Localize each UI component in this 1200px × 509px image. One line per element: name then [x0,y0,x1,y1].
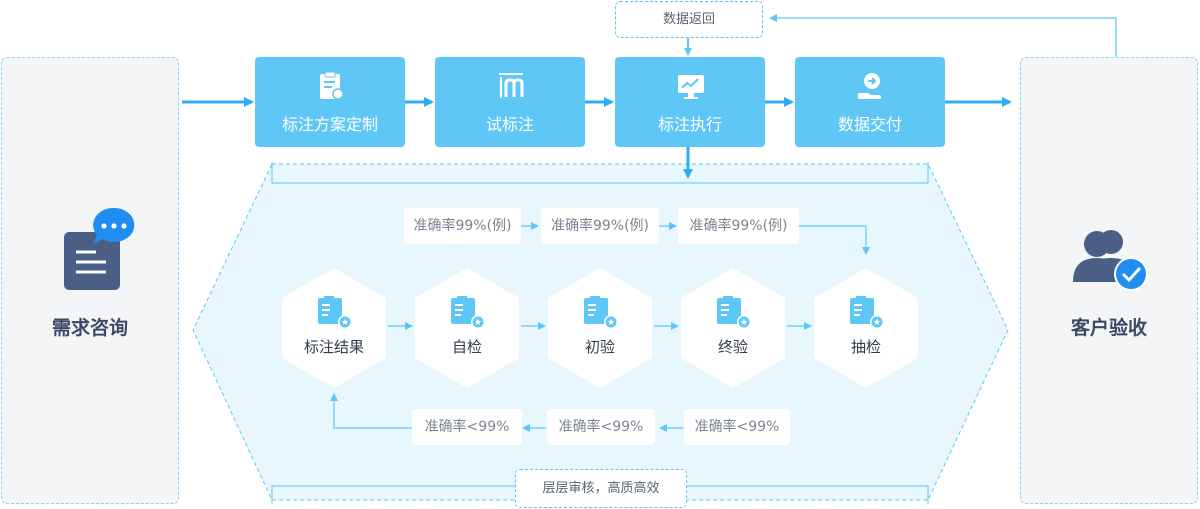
stage-label: 抽检 [850,338,881,356]
step-label: 标注执行 [657,115,722,134]
requirement-label: 需求咨询 [51,317,128,339]
stage-label: 标注结果 [303,338,364,356]
monitor-chart-icon [678,75,704,99]
folder-star-icon [584,296,618,329]
fail-rate-label: 准确率<99% [412,409,522,445]
stage-hexagon [814,268,918,388]
footer-note-box: 层层审核，高质高效 [515,469,687,508]
pass-rate-label: 准确率99%(例) [404,208,521,244]
step-label: 试标注 [485,115,534,134]
stage-hexagon [282,268,386,388]
fail-rate-label: 准确率<99% [547,409,655,445]
step-trial-annotation: 试标注 [435,57,585,147]
step-data-delivery: 数据交付 [795,57,945,147]
step-plan-customization: 标注方案定制 [255,57,405,147]
hand-delivery-icon [858,73,881,99]
steps-bracket [271,162,929,184]
data-return-box: 数据返回 [615,1,763,38]
acceptance-panel: 客户验收 [1020,57,1198,504]
stage-hexagon [681,268,785,388]
acceptance-label: 客户验收 [1070,317,1147,339]
pass-rate-label: 准确率99%(例) [541,208,659,244]
folder-star-icon [717,296,751,329]
chat-document-icon [64,208,135,290]
clipboard-icon [320,71,344,100]
stage-label: 终验 [717,338,748,356]
user-check-icon [1073,230,1148,291]
fail-rate-label: 准确率<99% [684,409,790,445]
stage-label: 初验 [584,338,615,356]
stage-hexagon [415,268,519,388]
step-label: 标注方案定制 [281,115,378,134]
stage-label: 自检 [451,338,482,356]
step-annotation-execution: 标注执行 [615,57,765,147]
folder-star-icon [451,296,485,329]
pass-rate-label: 准确率99%(例) [678,208,799,244]
folder-star-icon [850,296,884,329]
folder-star-icon [318,296,352,329]
requirement-panel: 需求咨询 [1,57,179,504]
stage-hexagon [548,268,652,388]
step-label: 数据交付 [837,115,902,134]
ruler-icon [499,73,524,98]
